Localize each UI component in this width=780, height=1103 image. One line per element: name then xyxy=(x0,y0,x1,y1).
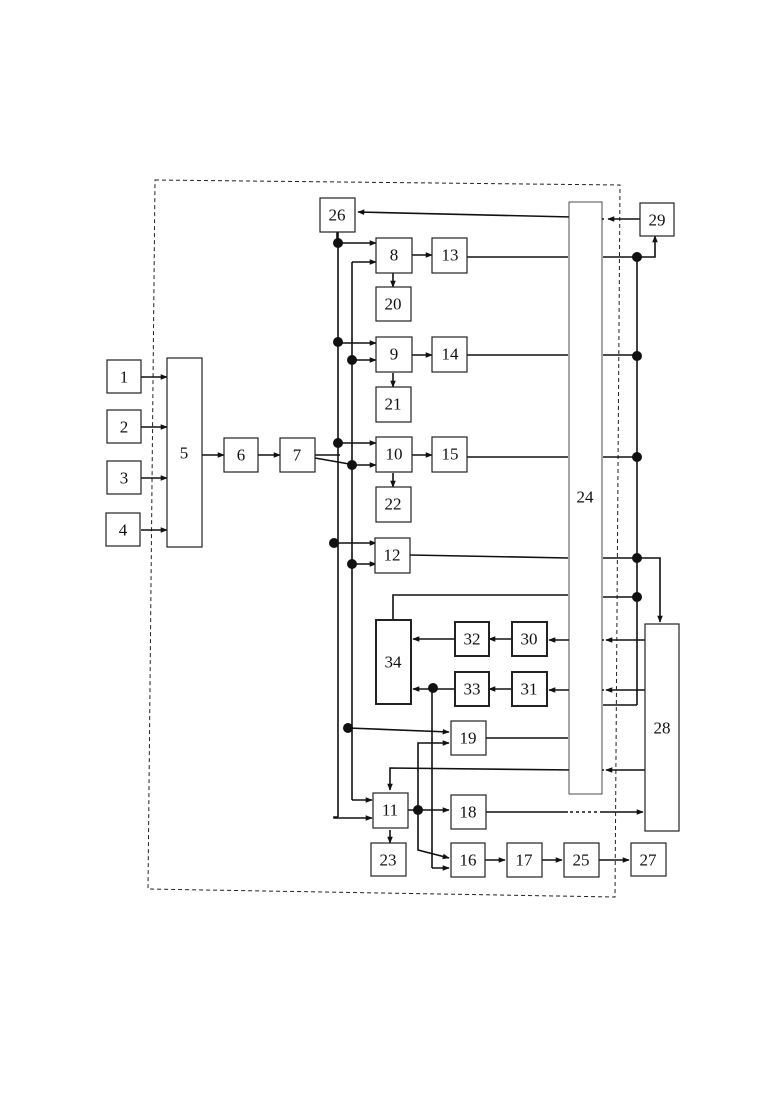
block-28: 28 xyxy=(645,624,679,831)
block-27: 27 xyxy=(631,843,666,876)
block-28-label: 28 xyxy=(654,719,671,738)
block-5-label: 5 xyxy=(180,444,189,463)
block-25-label: 25 xyxy=(573,851,590,870)
block-34: 34 xyxy=(376,620,411,704)
block-4-label: 4 xyxy=(119,521,128,540)
block-11: 11 xyxy=(373,793,408,828)
block-12: 12 xyxy=(375,538,410,573)
block-24: 24 xyxy=(569,202,602,794)
block-22-label: 22 xyxy=(385,495,402,514)
block-29-label: 29 xyxy=(649,211,666,230)
block-21: 21 xyxy=(376,387,411,422)
block-10-label: 10 xyxy=(386,445,403,464)
block-30: 30 xyxy=(512,622,547,656)
block-16-label: 16 xyxy=(460,851,477,870)
block-9-label: 9 xyxy=(390,345,399,364)
block-10: 10 xyxy=(376,437,412,472)
block-34-label: 34 xyxy=(385,653,403,672)
block-26-label: 26 xyxy=(329,206,346,225)
block-33-label: 33 xyxy=(464,680,481,699)
block-20-label: 20 xyxy=(385,295,402,314)
block-29: 29 xyxy=(640,203,674,236)
block-27-label: 27 xyxy=(640,851,658,870)
block-17: 17 xyxy=(507,843,542,877)
block-24-label: 24 xyxy=(577,488,595,507)
block-8-label: 8 xyxy=(390,246,399,265)
block-23-label: 23 xyxy=(380,851,397,870)
block-31-label: 31 xyxy=(521,680,538,699)
block-3: 3 xyxy=(107,461,141,494)
block-7-label: 7 xyxy=(293,446,302,465)
block-15: 15 xyxy=(432,437,467,472)
block-12-label: 12 xyxy=(384,546,401,565)
block-7: 7 xyxy=(280,438,315,472)
block-23: 23 xyxy=(371,843,406,876)
block-18-label: 18 xyxy=(460,803,477,822)
block-16: 16 xyxy=(451,843,485,877)
block-33: 33 xyxy=(455,672,489,706)
block-17-label: 17 xyxy=(516,851,534,870)
block-32: 32 xyxy=(455,622,489,656)
block-26: 26 xyxy=(320,198,355,232)
block-13: 13 xyxy=(432,238,467,273)
block-9: 9 xyxy=(376,337,412,372)
block-19: 19 xyxy=(451,721,486,755)
block-19-label: 19 xyxy=(460,729,477,748)
block-5: 5 xyxy=(167,358,202,547)
block-3-label: 3 xyxy=(120,469,129,488)
block-13-label: 13 xyxy=(442,246,459,265)
block-15-label: 15 xyxy=(442,445,459,464)
block-18: 18 xyxy=(451,795,486,829)
block-14-label: 14 xyxy=(442,345,460,364)
block-20: 20 xyxy=(376,287,411,321)
block-14: 14 xyxy=(432,337,467,372)
block-1-label: 1 xyxy=(120,368,129,387)
block-21-label: 21 xyxy=(385,395,402,414)
block-11-label: 11 xyxy=(382,801,398,820)
block-2-label: 2 xyxy=(120,418,129,437)
block-2: 2 xyxy=(107,410,141,443)
block-30-label: 30 xyxy=(521,630,538,649)
block-31: 31 xyxy=(512,672,547,706)
block-6-label: 6 xyxy=(237,446,246,465)
block-25: 25 xyxy=(564,843,599,877)
block-1: 1 xyxy=(107,360,141,393)
block-32-label: 32 xyxy=(464,630,481,649)
block-8: 8 xyxy=(376,238,412,273)
block-6: 6 xyxy=(224,438,258,472)
block-4: 4 xyxy=(106,513,140,546)
block-22: 22 xyxy=(376,487,411,522)
